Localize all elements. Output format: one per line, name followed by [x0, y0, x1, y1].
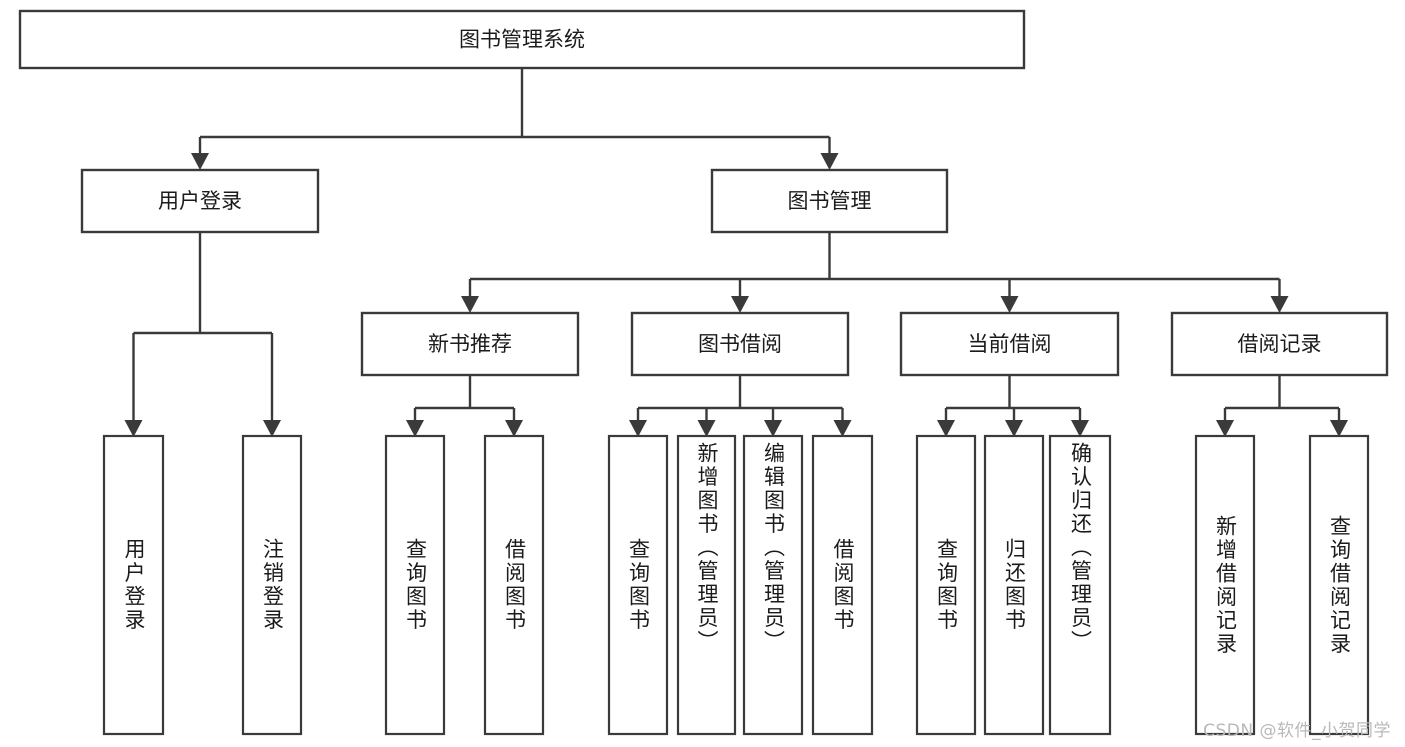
- node-leaf-box-新增借阅记录[interactable]: [1194, 434, 1256, 736]
- node-root-box[interactable]: [18, 9, 1026, 70]
- arrowhead-leaf-12: [1330, 420, 1348, 437]
- node-level3-label-图书借阅: 图书借阅: [698, 332, 782, 356]
- arrowhead-level3-0: [461, 296, 479, 313]
- node-leaf-box-查询图书[interactable]: [915, 434, 977, 736]
- arrowhead-leaf-4: [629, 420, 647, 437]
- node-leaf-box-注销登录[interactable]: [241, 434, 303, 736]
- node-level2-box-用户登录[interactable]: [80, 168, 320, 234]
- connector-layer: [124, 68, 1348, 437]
- node-leaf-box-查询图书[interactable]: [384, 434, 446, 736]
- arrowhead-leaf-6: [764, 420, 782, 437]
- node-leaf-box-借阅图书[interactable]: [483, 434, 545, 736]
- arrowhead-leaf-10: [1071, 420, 1089, 437]
- node-leaf-box-新增图书管理员[interactable]: [676, 434, 737, 736]
- node-box-layer: [18, 9, 1389, 736]
- arrowhead-level2-1: [820, 153, 839, 170]
- arrowhead-leaf-9: [1005, 420, 1023, 437]
- arrowhead-leaf-11: [1216, 420, 1234, 437]
- arrowhead-leaf-2: [406, 420, 424, 437]
- node-leaf-box-确认归还管理员[interactable]: [1048, 434, 1112, 736]
- arrowhead-level2-0: [191, 153, 209, 170]
- node-root-label: 图书管理系统: [459, 28, 585, 52]
- node-leaf-box-编辑图书管理员[interactable]: [742, 434, 804, 736]
- arrowhead-leaf-8: [937, 420, 955, 437]
- node-level2-box-图书管理[interactable]: [710, 168, 949, 234]
- arrowhead-leaf-1: [263, 420, 281, 437]
- node-leaf-box-归还图书[interactable]: [983, 434, 1045, 736]
- arrowhead-level3-1: [731, 296, 749, 313]
- arrowhead-level3-2: [1000, 296, 1019, 313]
- arrowhead-leaf-3: [505, 420, 523, 437]
- node-level3-label-新书推荐: 新书推荐: [428, 332, 512, 356]
- arrowhead-level3-3: [1270, 296, 1289, 313]
- node-level3-label-借阅记录: 借阅记录: [1238, 332, 1322, 356]
- node-leaf-box-查询图书[interactable]: [607, 434, 669, 736]
- node-leaf-box-借阅图书[interactable]: [811, 434, 874, 736]
- watermark-text: CSDN @软件_小贺同学: [1203, 721, 1391, 741]
- arrowhead-leaf-7: [833, 420, 852, 437]
- arrowhead-leaf-5: [697, 420, 716, 437]
- node-level3-box-借阅记录[interactable]: [1170, 311, 1389, 377]
- node-leaf-box-查询借阅记录[interactable]: [1308, 434, 1370, 736]
- node-level3-box-新书推荐[interactable]: [360, 311, 580, 377]
- node-level3-label-当前借阅: 当前借阅: [968, 332, 1052, 356]
- node-level2-label-图书管理: 图书管理: [788, 189, 872, 213]
- node-level3-box-当前借阅[interactable]: [899, 311, 1120, 377]
- node-level2-label-用户登录: 用户登录: [158, 189, 242, 213]
- node-leaf-box-用户登录[interactable]: [102, 434, 165, 736]
- node-level3-box-图书借阅[interactable]: [630, 311, 850, 377]
- arrowhead-leaf-0: [124, 420, 143, 437]
